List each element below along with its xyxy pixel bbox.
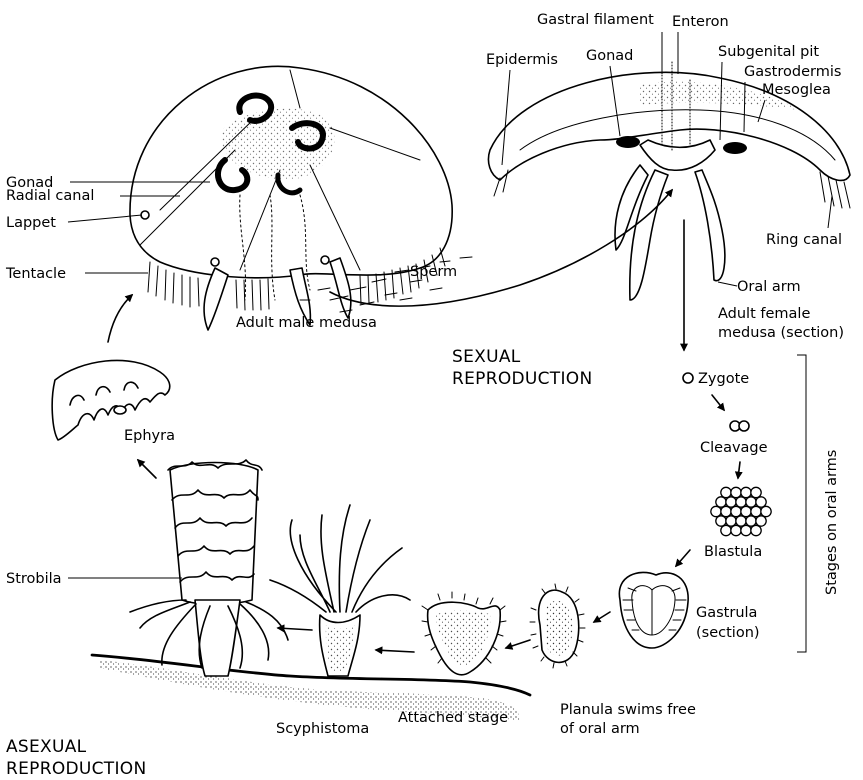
label-radial-canal: Radial canal (6, 188, 94, 204)
label-asexual: ASEXUAL (6, 737, 87, 757)
label-sperm: Sperm (410, 264, 457, 280)
blastula-cell (721, 487, 731, 497)
blastula-cell (756, 516, 766, 526)
label-gastrula-2: (section) (696, 625, 760, 641)
blastula (711, 487, 771, 535)
blastula-to-gastrula-arrow (676, 550, 690, 566)
label-scyphistoma: Scyphistoma (276, 721, 369, 737)
zygote-to-cleavage-arrow (712, 395, 724, 410)
label-gastrodermis: Gastrodermis (744, 64, 841, 80)
label-planula-2: of oral arm (560, 721, 640, 737)
label-planula-1: Planula swims free (560, 702, 696, 718)
strobila (130, 460, 288, 676)
blastula-cell (756, 497, 766, 507)
label-subgenital-pit: Subgenital pit (718, 44, 819, 60)
label-cleavage: Cleavage (700, 440, 768, 456)
blastula-cell (726, 516, 736, 526)
blastula-cell (736, 516, 746, 526)
label-asexual-reproduction: REPRODUCTION (6, 759, 147, 779)
planula (530, 584, 585, 668)
label-blastula: Blastula (704, 544, 762, 560)
attached-stage (422, 592, 506, 675)
cleavage-to-blastula-arrow (738, 462, 740, 478)
label-stages-on-oral-arms: Stages on oral arms (824, 450, 840, 595)
planula-to-attached-arrow (506, 640, 530, 648)
blastula-cell (736, 497, 746, 507)
stages-bracket (797, 355, 806, 652)
label-enteron: Enteron (672, 14, 729, 30)
blastula-cell (721, 525, 731, 535)
blastula-cell (761, 506, 771, 516)
blastula-cell (741, 487, 751, 497)
blastula-cell (726, 497, 736, 507)
label-zygote: Zygote (698, 371, 749, 387)
blastula-cell (716, 497, 726, 507)
blastula-cell (746, 516, 756, 526)
blastula-cell (711, 506, 721, 516)
label-ephyra: Ephyra (124, 428, 175, 444)
label-attached-stage: Attached stage (398, 710, 508, 726)
label-ring-canal: Ring canal (766, 232, 842, 248)
ephyra-to-medusa-arrow (108, 295, 132, 342)
strobila-to-ephyra-arrow (138, 460, 156, 478)
label-gastrula-1: Gastrula (696, 605, 757, 621)
label-adult-female-2: medusa (section) (718, 325, 844, 341)
label-gonad-female: Gonad (586, 48, 633, 64)
label-adult-female-1: Adult female (718, 306, 810, 322)
blastula-cell (721, 506, 731, 516)
blastula-cell (716, 516, 726, 526)
blastula-cell (746, 497, 756, 507)
label-mesoglea: Mesoglea (762, 82, 831, 98)
gastrula (619, 572, 688, 648)
label-sexual: SEXUAL (452, 347, 521, 367)
blastula-cell (731, 506, 741, 516)
label-sexual-reproduction: REPRODUCTION (452, 369, 593, 389)
blastula-cell (731, 487, 741, 497)
blastula-cell (741, 506, 751, 516)
blastula-cell (751, 525, 761, 535)
label-lappet: Lappet (6, 215, 56, 231)
zygote (683, 373, 693, 383)
label-epidermis: Epidermis (486, 52, 558, 68)
adult-male-medusa (130, 66, 452, 330)
blastula-cell (731, 525, 741, 535)
attached-to-scyphistoma-arrow (376, 650, 414, 652)
blastula-cell (751, 506, 761, 516)
label-strobila: Strobila (6, 571, 62, 587)
label-oral-arm: Oral arm (737, 279, 801, 295)
cleavage (730, 421, 749, 431)
label-tentacle: Tentacle (5, 266, 66, 282)
blastula-cell (751, 487, 761, 497)
label-adult-male-medusa: Adult male medusa (236, 315, 377, 331)
blastula-cell (741, 525, 751, 535)
label-gastral-filament: Gastral filament (537, 12, 654, 28)
gastrula-to-planula-arrow (594, 612, 610, 622)
